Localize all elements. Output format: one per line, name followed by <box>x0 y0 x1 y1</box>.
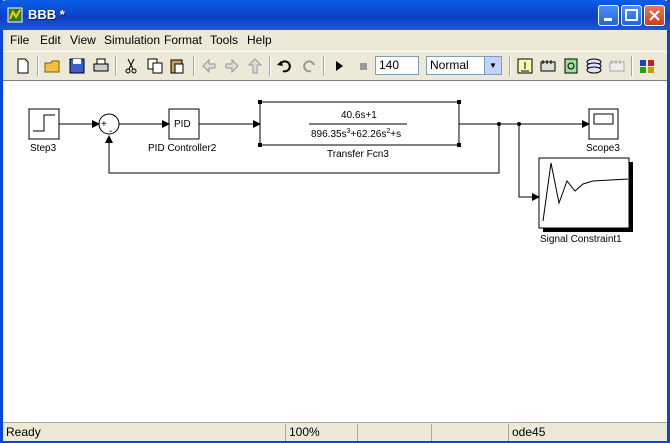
new-model-icon[interactable] <box>13 56 33 76</box>
signal-constraint-block[interactable] <box>538 157 633 232</box>
menu-format[interactable]: Format <box>164 33 203 47</box>
toolbar-separator <box>323 56 325 76</box>
sum-minus-sign: - <box>109 126 112 137</box>
tf-block-label: Transfer Fcn3 <box>327 149 389 160</box>
simulation-mode-select[interactable]: Normal ▼ <box>426 56 502 75</box>
title-bar[interactable]: BBB * <box>0 0 670 30</box>
update-diagram-icon[interactable] <box>561 56 581 76</box>
menu-view[interactable]: View <box>70 33 96 47</box>
menu-simulation[interactable]: Simulation <box>104 33 161 47</box>
tf-numerator: 40.6s+1 <box>341 110 377 121</box>
close-icon <box>649 10 660 21</box>
toolbar-separator <box>193 56 195 76</box>
stop-simulation-icon[interactable] <box>353 56 373 76</box>
redo-icon[interactable] <box>299 56 319 76</box>
simulation-mode-value: Normal <box>430 58 469 72</box>
status-ready: Ready <box>6 425 41 439</box>
forward-icon[interactable] <box>222 56 242 76</box>
maximize-icon <box>625 9 638 21</box>
minimize-button[interactable] <box>598 5 619 26</box>
step-block[interactable] <box>28 108 60 140</box>
stop-time-input[interactable]: 140 <box>375 56 419 75</box>
status-solver: ode45 <box>508 424 665 441</box>
status-empty <box>357 424 428 441</box>
save-icon[interactable] <box>67 56 87 76</box>
back-icon[interactable] <box>199 56 219 76</box>
toolbar-separator <box>115 56 117 76</box>
incremental-build-icon[interactable] <box>538 56 558 76</box>
step-block-label: Step3 <box>30 143 57 154</box>
signal-lines <box>59 120 590 201</box>
scope-block[interactable] <box>588 108 619 140</box>
toolbar-separator <box>509 56 511 76</box>
signal-constraint-label: Signal Constraint1 <box>540 234 622 245</box>
paste-icon[interactable] <box>167 56 187 76</box>
window-title: BBB * <box>28 7 65 22</box>
menu-file[interactable]: File <box>10 33 30 47</box>
tf-denominator: 896.35s3+62.26s2+s <box>311 128 401 140</box>
cut-icon[interactable] <box>121 56 141 76</box>
menu-edit[interactable]: Edit <box>40 33 61 47</box>
model-explorer-icon[interactable] <box>584 56 604 76</box>
maximize-button[interactable] <box>621 5 642 26</box>
pid-block-text: PID <box>174 119 191 130</box>
chevron-down-icon[interactable]: ▼ <box>484 57 501 74</box>
print-icon[interactable] <box>91 56 111 76</box>
minimize-icon <box>604 18 612 21</box>
library-browser-icon[interactable] <box>637 56 657 76</box>
start-simulation-icon[interactable] <box>329 56 349 76</box>
toolbar-separator <box>269 56 271 76</box>
block-diagram: Step3 + - PID PID Controller2 40 <box>28 100 633 245</box>
scope-block-label: Scope3 <box>586 143 620 154</box>
menu-tools[interactable]: Tools <box>210 33 239 47</box>
close-button[interactable] <box>644 5 665 26</box>
status-empty <box>431 424 502 441</box>
copy-icon[interactable] <box>145 56 165 76</box>
status-zoom: 100% <box>285 424 356 441</box>
toolbar: 140 Normal ▼ <box>3 51 667 81</box>
pid-block-label: PID Controller2 <box>148 143 217 154</box>
debug-icon[interactable] <box>607 56 627 76</box>
open-icon[interactable] <box>43 56 63 76</box>
menu-bar: File Edit View Simulation Format Tools H… <box>3 30 667 49</box>
menu-help[interactable]: Help <box>247 33 272 47</box>
status-bar: Ready 100% ode45 <box>3 422 667 441</box>
sum-plus-sign: + <box>101 119 107 130</box>
model-canvas[interactable]: Step3 + - PID PID Controller2 40 <box>3 80 667 423</box>
toolbar-separator <box>631 56 633 76</box>
up-icon[interactable] <box>245 56 265 76</box>
undo-icon[interactable] <box>275 56 295 76</box>
toolbar-separator <box>37 56 39 76</box>
simulink-app-icon <box>7 7 23 23</box>
build-icon[interactable] <box>515 56 535 76</box>
